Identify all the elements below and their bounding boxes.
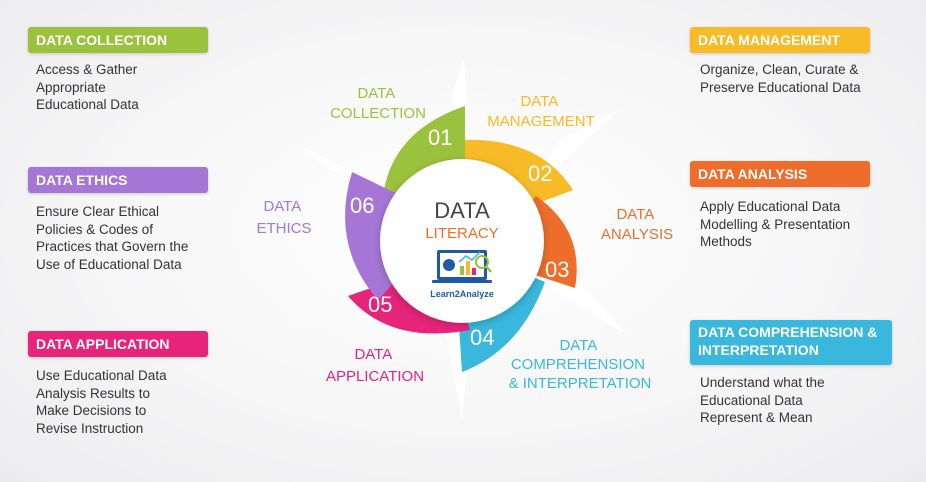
laptop-chart-logo-icon — [432, 250, 492, 283]
segment-number-06: 06 — [350, 193, 374, 218]
card-application-desc: Use Educational Data Analysis Results to… — [36, 368, 167, 436]
segment-number-03: 03 — [545, 257, 569, 282]
card-management-title: DATA MANAGEMENT — [690, 27, 870, 53]
segment-label-ethics: DATA ETHICS — [256, 198, 311, 237]
segment-label-collection: DATA COLLECTION — [330, 85, 426, 122]
segment-label-comprehension: DATA COMPREHENSION & INTERPRETATION — [509, 337, 652, 392]
card-analysis-title: DATA ANALYSIS — [690, 161, 870, 187]
segment-management — [465, 139, 573, 210]
card-management-desc: Organize, Clean, Curate & Preserve Educa… — [700, 62, 861, 95]
card-analysis-desc: Apply Educational Data Modelling & Prese… — [700, 199, 851, 249]
segment-label-analysis: DATA ANALYSIS — [601, 206, 673, 243]
segment-label-management: DATA MANAGEMENT — [487, 93, 595, 130]
card-collection-desc: Access & Gather Appropriate Educational … — [36, 62, 139, 112]
card-application-title: DATA APPLICATION — [28, 331, 208, 357]
segment-label-application: DATA APPLICATION — [326, 346, 424, 385]
segment-number-05: 05 — [368, 292, 392, 317]
card-collection-title: DATA COLLECTION — [28, 27, 208, 53]
segment-number-02: 02 — [528, 161, 552, 186]
card-ethics-desc: Ensure Clear Ethical Policies & Codes of… — [36, 204, 189, 272]
center-title: DATA — [434, 198, 490, 223]
segment-number-04: 04 — [470, 325, 494, 350]
segment-number-01: 01 — [428, 125, 452, 150]
logo-text: Learn2Analyze — [430, 289, 494, 299]
center-subtitle: LITERACY — [425, 225, 498, 242]
card-comprehension-title: DATA COMPREHENSION & INTERPRETATION — [690, 320, 892, 365]
card-comprehension-desc: Understand what the Educational Data Rep… — [700, 375, 825, 425]
center-circle — [380, 159, 544, 323]
card-ethics-title: DATA ETHICS — [28, 167, 208, 193]
